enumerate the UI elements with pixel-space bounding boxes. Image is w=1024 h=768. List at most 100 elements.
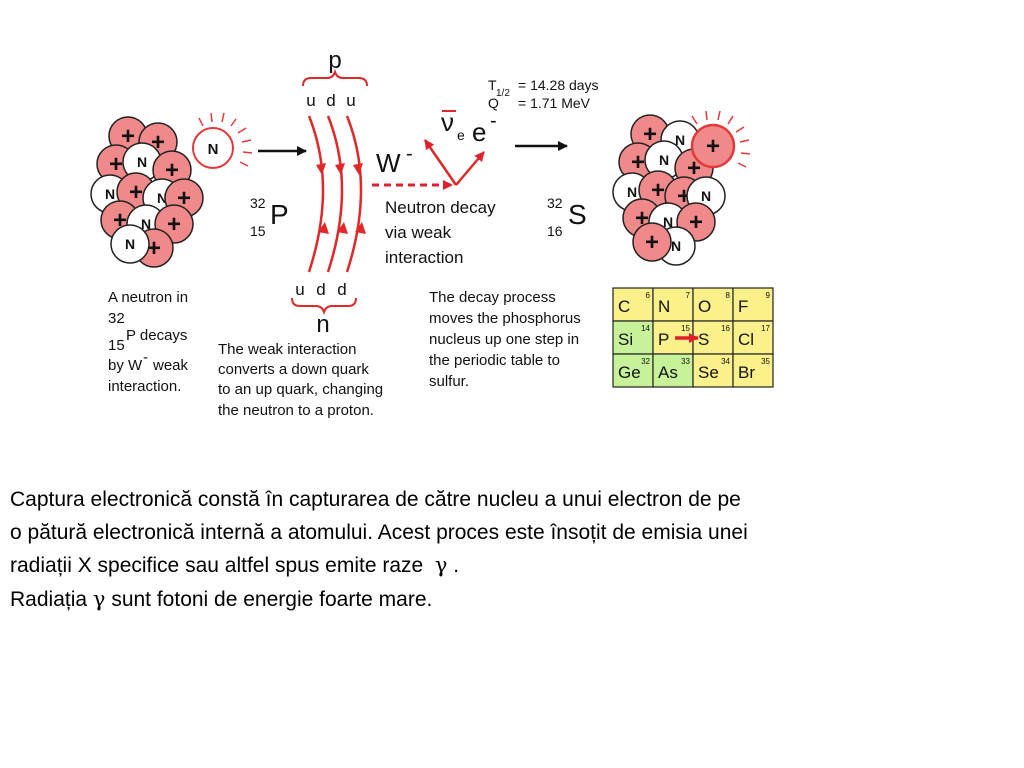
svg-text:moves the phosphorus: moves the phosphorus — [429, 310, 581, 327]
svg-text:A neutron in: A neutron in — [108, 289, 188, 306]
svg-text:converts a down quark: converts a down quark — [218, 361, 369, 378]
svg-text:P: P — [270, 199, 289, 230]
proton-label: + — [645, 229, 659, 256]
element-symbol: C — [618, 297, 630, 316]
element-cell — [732, 320, 774, 355]
svg-text:interaction: interaction — [385, 248, 463, 267]
text-line-3-a: radiații X specifice sau altfel spus emi… — [10, 554, 424, 578]
electron-line — [455, 151, 485, 186]
gamma-symbol-2: γ — [92, 586, 106, 611]
caption-center: The weak interaction converts a down qua… — [218, 341, 383, 419]
proton-label: + — [167, 211, 181, 238]
element-number: 34 — [721, 357, 730, 366]
element-symbol: Ge — [618, 363, 641, 382]
element-number: 9 — [766, 291, 771, 300]
svg-text:W: W — [376, 148, 401, 178]
parent-isotope: 32 15 P — [250, 195, 289, 239]
neutron-decay-text: Neutron decay via weak interaction — [385, 198, 496, 267]
neutron-ball — [110, 224, 150, 264]
element-cell — [692, 353, 734, 388]
svg-text:1/2: 1/2 — [496, 88, 510, 99]
element-symbol: P — [658, 330, 669, 349]
decaying-neutron-label: N — [208, 141, 219, 158]
element-cell — [732, 353, 774, 388]
proton-label: + — [643, 121, 657, 148]
gamma-symbol: γ — [434, 553, 448, 578]
svg-text:the neutron to a proton.: the neutron to a proton. — [218, 402, 374, 419]
proton-ball — [632, 222, 672, 262]
sulfur-nucleus: +N+N+N++N+N+N+ — [612, 114, 726, 266]
element-symbol: As — [658, 363, 678, 382]
element-number: 16 — [721, 324, 730, 333]
phosphorus-nucleus: +++N+N+N++N++N — [90, 116, 204, 268]
element-symbol: S — [698, 330, 709, 349]
daughter-isotope: 32 16 S — [547, 195, 587, 239]
electron-label: e - — [472, 110, 497, 147]
element-symbol: Si — [618, 330, 633, 349]
svg-text:The decay process: The decay process — [429, 289, 556, 306]
neutron-label: N — [627, 184, 637, 200]
neutron-label: N — [125, 236, 135, 252]
svg-text:d: d — [326, 91, 335, 110]
caption-right: The decay process moves the phosphorus n… — [429, 289, 581, 390]
proton-quarks: p u d u — [302, 47, 368, 110]
svg-text:= 1.71 MeV: = 1.71 MeV — [518, 95, 591, 111]
proton-label: + — [121, 123, 135, 150]
svg-text:16: 16 — [547, 223, 563, 239]
w-boson-label: W - — [376, 143, 413, 178]
text-line-4-b: sunt fotoni de energie foarte mare. — [111, 587, 433, 611]
svg-text:sulfur.: sulfur. — [429, 373, 469, 390]
element-cell — [652, 353, 694, 388]
element-number: 15 — [681, 324, 690, 333]
element-symbol: N — [658, 297, 670, 316]
proton-label: + — [109, 151, 123, 178]
svg-text:-: - — [490, 110, 497, 132]
element-cell — [612, 353, 654, 388]
svg-text:ν: ν — [441, 107, 454, 137]
neutron-label: N — [675, 132, 685, 148]
quark-lines — [307, 115, 363, 273]
text-line-1: Captura electronică constă în capturarea… — [10, 488, 741, 511]
proton-label: + — [651, 177, 665, 204]
svg-text:15: 15 — [108, 337, 125, 354]
neutron-label: N — [659, 152, 669, 168]
element-cell — [692, 287, 734, 322]
svg-text:nucleus up one step in: nucleus up one step in — [429, 331, 579, 348]
element-number: 33 — [681, 357, 690, 366]
svg-text:The weak interaction: The weak interaction — [218, 341, 356, 358]
neutron-quarks: u d d n — [291, 280, 357, 338]
text-line-2: o pătură electronică internă a atomului.… — [10, 520, 748, 544]
svg-text:u: u — [295, 280, 304, 299]
explanation-text: Captura electronică constă în capturarea… — [10, 484, 1018, 616]
element-number: 32 — [641, 357, 650, 366]
svg-text:32: 32 — [547, 195, 563, 211]
proton-label: + — [129, 179, 143, 206]
svg-text:15: 15 — [250, 223, 266, 239]
svg-text:u: u — [306, 91, 315, 110]
svg-text:e: e — [457, 127, 465, 143]
element-symbol: Cl — [738, 330, 754, 349]
element-cell — [612, 320, 654, 355]
proton-label: + — [689, 209, 703, 236]
svg-text:-: - — [143, 349, 148, 366]
antineutrino-label: ν e — [441, 107, 465, 143]
emission-rays-left — [198, 112, 253, 167]
emission-rays-right — [691, 110, 751, 168]
svg-text:32: 32 — [108, 310, 125, 327]
svg-text:e: e — [472, 117, 486, 147]
antineutrino-line — [423, 139, 458, 186]
svg-text:Q: Q — [488, 95, 499, 111]
svg-text:d: d — [337, 280, 346, 299]
proton-label: + — [147, 235, 161, 262]
decaying-neutron — [192, 127, 234, 169]
neutron-label: N — [701, 188, 711, 204]
element-symbol: F — [738, 297, 748, 316]
new-proton — [690, 123, 736, 169]
svg-text:the periodic table to: the periodic table to — [429, 352, 560, 369]
element-number: 35 — [761, 357, 770, 366]
svg-text:p: p — [328, 47, 341, 74]
svg-text:d: d — [316, 280, 325, 299]
neutron-label: N — [105, 186, 115, 202]
element-cell — [652, 287, 694, 322]
element-symbol: O — [698, 297, 711, 316]
